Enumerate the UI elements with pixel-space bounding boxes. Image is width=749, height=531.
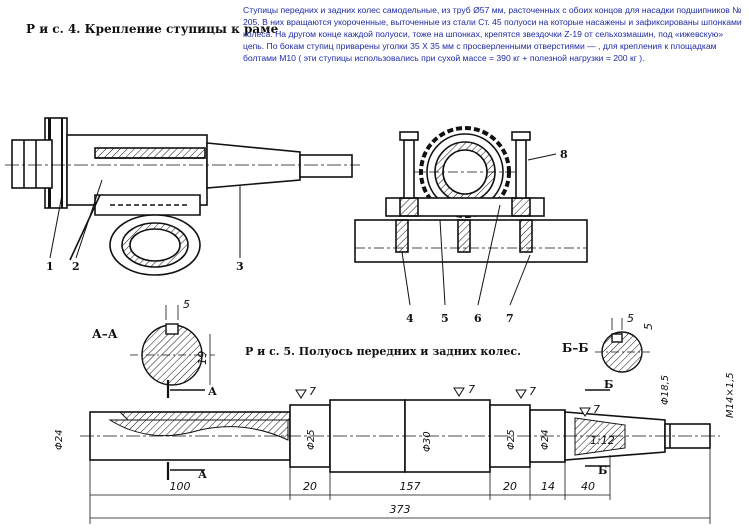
label-1: 1	[46, 260, 54, 273]
roughness-3: 7	[529, 385, 536, 398]
cut-a-top: А	[208, 385, 217, 398]
label-5: 5	[441, 312, 449, 325]
length-20-left: 20	[303, 480, 317, 493]
section-a-a-height: 19	[196, 351, 209, 365]
roughness-1: 7	[309, 385, 316, 398]
label-7: 7	[506, 312, 514, 325]
section-b-b-depth: 5	[642, 323, 655, 330]
label-2: 2	[72, 260, 80, 273]
length-20-right: 20	[503, 480, 517, 493]
section-b-b	[595, 318, 650, 373]
description-text: Ступицы передних и задних колес самодель…	[243, 5, 742, 63]
roughness-2: 7	[468, 383, 475, 396]
section-a-a-width: 5	[183, 298, 190, 311]
section-b-b-width: 5	[627, 312, 634, 325]
diameter-25-left: Φ25	[306, 429, 317, 450]
diameter-24-left: Φ24	[54, 429, 65, 450]
figure-5-caption: Р и с. 5. Полуось передних и задних коле…	[245, 345, 521, 358]
hub-assembly-drawing	[5, 117, 360, 276]
length-157: 157	[400, 480, 421, 493]
length-14: 14	[541, 480, 555, 493]
hub-cross-section-drawing	[354, 126, 588, 306]
roughness-4: 7	[593, 403, 600, 416]
diameter-24-right: Φ24	[540, 429, 551, 450]
section-b-b-title: Б–Б	[562, 341, 589, 355]
length-100: 100	[170, 480, 191, 493]
taper-ratio: 1:12	[590, 434, 615, 447]
cut-a-bottom: А	[198, 468, 207, 481]
label-4: 4	[406, 312, 414, 325]
label-3: 3	[236, 260, 244, 273]
total-length: 373	[390, 503, 411, 516]
figure-4-caption: Р и с. 4. Крепление ступицы к раме	[26, 22, 279, 36]
half-axle-drawing	[80, 380, 720, 524]
label-6: 6	[474, 312, 482, 325]
label-8: 8	[560, 148, 568, 161]
diameter-18-5: Φ18,5	[660, 375, 671, 405]
length-40: 40	[581, 480, 595, 493]
cut-b-top: Б	[604, 378, 613, 391]
section-a-a	[130, 305, 215, 386]
thread-size: М14×1,5	[725, 372, 736, 418]
section-a-a-title: А–А	[92, 327, 118, 341]
diameter-30: Φ30	[422, 431, 433, 452]
cut-b-bottom: Б	[598, 464, 607, 477]
diameter-25-right: Φ25	[506, 429, 517, 450]
